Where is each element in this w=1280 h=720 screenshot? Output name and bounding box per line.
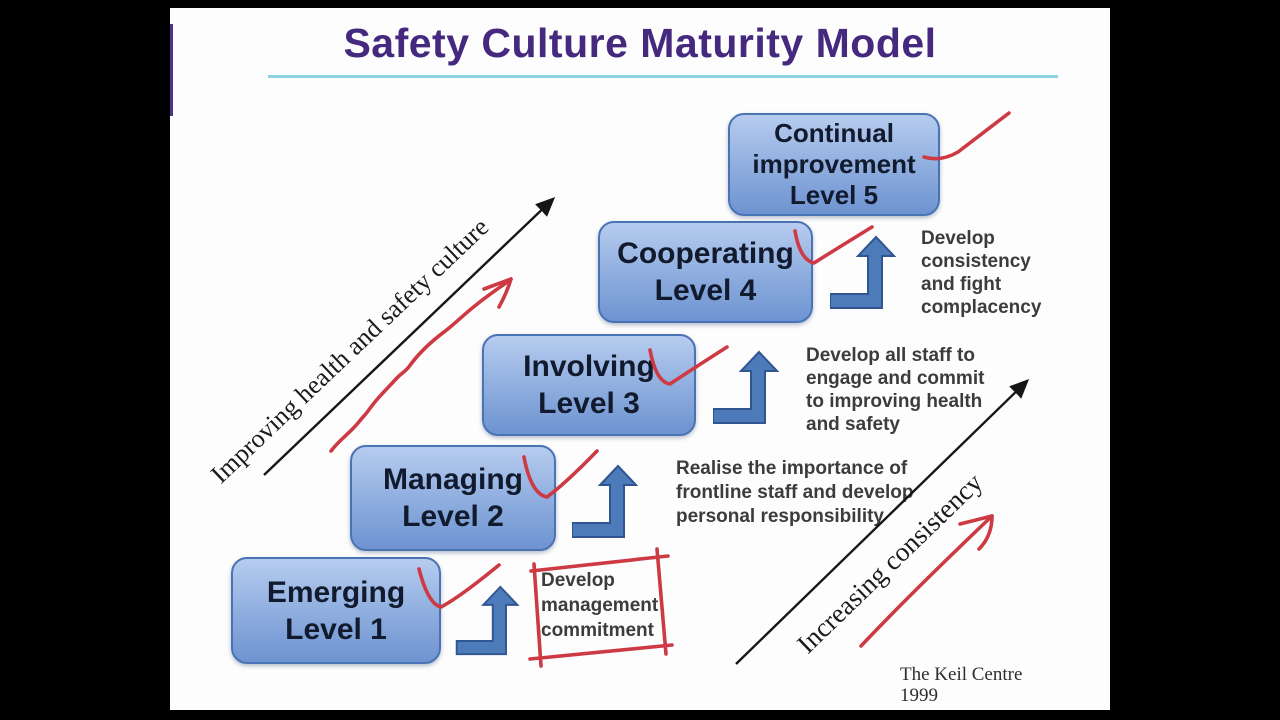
level-name: Continual improvement [752,118,916,179]
level-number: Level 3 [538,387,640,420]
step-up-arrow-icon [572,464,638,538]
step-up-arrow-icon [455,585,520,656]
transition-text-develop-management-commitment: Develop management commitment [541,570,659,641]
level-number: Level 1 [285,612,387,646]
level-box-managing: Managing Level 2 [350,445,556,551]
level-box-emerging: Emerging Level 1 [231,557,441,664]
credit-org: The Keil Centre [900,664,1023,685]
transition-text-develop-consistency: Develop consistency and fight complacenc… [921,228,1042,318]
level-name: Cooperating [617,237,794,270]
level-box-involving: Involving Level 3 [482,334,696,436]
credit-text: The Keil Centre 1999 [900,664,1022,706]
level-number: Level 2 [402,500,504,533]
page-title: Safety Culture Maturity Model [343,20,937,66]
credit-year: 1999 [900,685,938,706]
level-name: Managing [383,463,523,496]
transition-text-realise-importance: Realise the importance of frontline staf… [676,458,914,527]
level-box-continual-improvement: Continual improvement Level 5 [728,113,940,216]
title-underline [268,75,1058,78]
slide-edge-accent [170,24,173,116]
level-number: Level 4 [654,274,757,307]
level-number: Level 5 [789,180,879,210]
step-up-arrow-icon [713,350,779,424]
step-up-arrow-icon [830,235,896,309]
level-box-cooperating: Cooperating Level 4 [598,221,813,323]
level-name: Emerging [266,575,406,609]
level-name: Involving [523,350,655,383]
transition-text-develop-all-staff: Develop all staff to engage and commit t… [806,345,985,435]
